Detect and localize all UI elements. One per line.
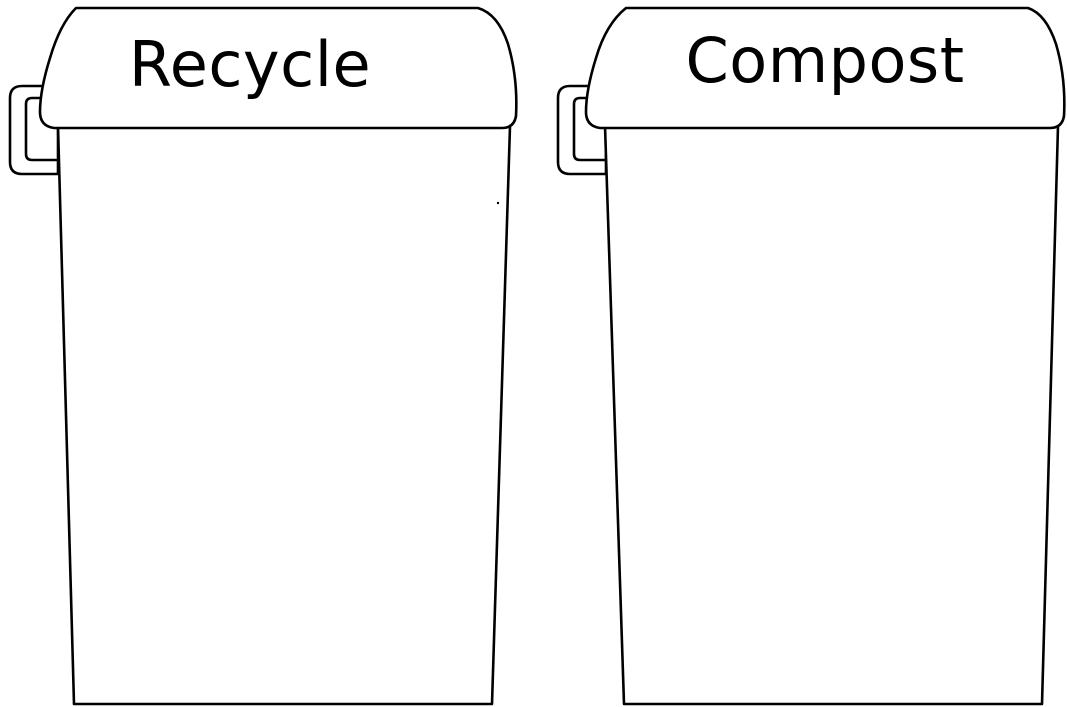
compost-bin-label: Compost	[685, 24, 964, 97]
recycle-bin-body	[56, 124, 512, 706]
recycle-bin-lid	[38, 6, 518, 130]
recycle-bin-speck	[496, 201, 500, 205]
compost-bin: Compost	[556, 6, 1066, 706]
recycle-bin: Recycle	[8, 6, 518, 706]
recycle-bin-label: Recycle	[129, 28, 371, 101]
compost-bin-body	[603, 124, 1060, 706]
compost-bin-lid	[584, 6, 1066, 130]
